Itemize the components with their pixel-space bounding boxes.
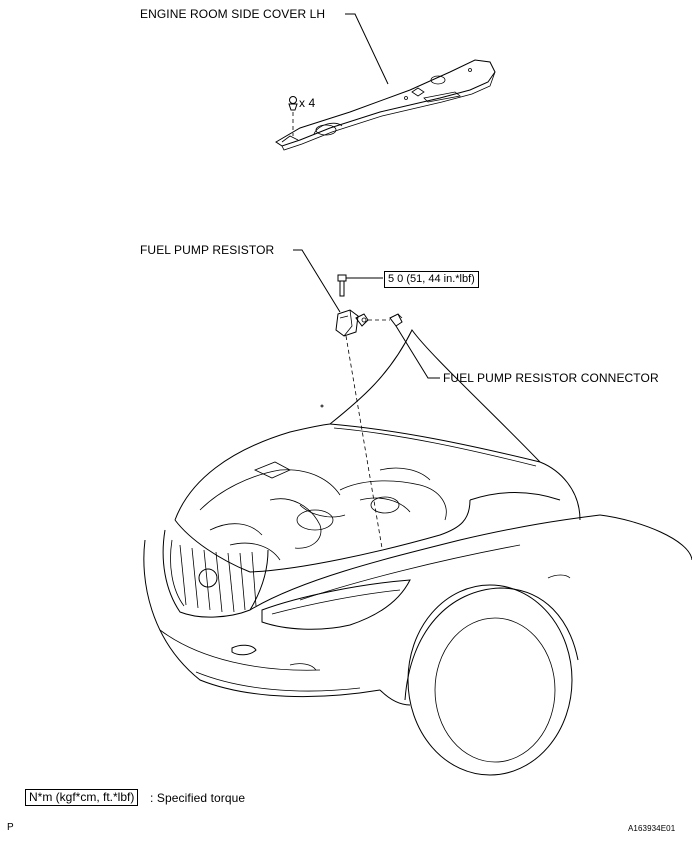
legend-unit-box: N*m (kgf*cm, ft.*lbf) bbox=[25, 789, 139, 806]
fuel-pump-resistor bbox=[335, 309, 369, 337]
bolt-icon bbox=[337, 274, 347, 297]
cover-label: ENGINE ROOM SIDE COVER LH bbox=[140, 7, 326, 21]
clip-quantity-label: x 4 bbox=[299, 96, 316, 110]
fuel-pump-resistor-connector bbox=[389, 313, 403, 327]
clip-icon bbox=[288, 96, 298, 111]
footer-page-letter: P bbox=[7, 822, 14, 833]
legend-description: : Specified torque bbox=[150, 791, 246, 805]
engine-room-side-cover bbox=[275, 59, 496, 151]
torque-spec-box: 5 0 (51, 44 in.*lbf) bbox=[384, 271, 479, 288]
vehicle-front bbox=[143, 329, 692, 776]
connector-label: FUEL PUMP RESISTOR CONNECTOR bbox=[443, 371, 659, 385]
figure-code: A163934E01 bbox=[628, 824, 676, 833]
resistor-label: FUEL PUMP RESISTOR bbox=[140, 243, 275, 257]
